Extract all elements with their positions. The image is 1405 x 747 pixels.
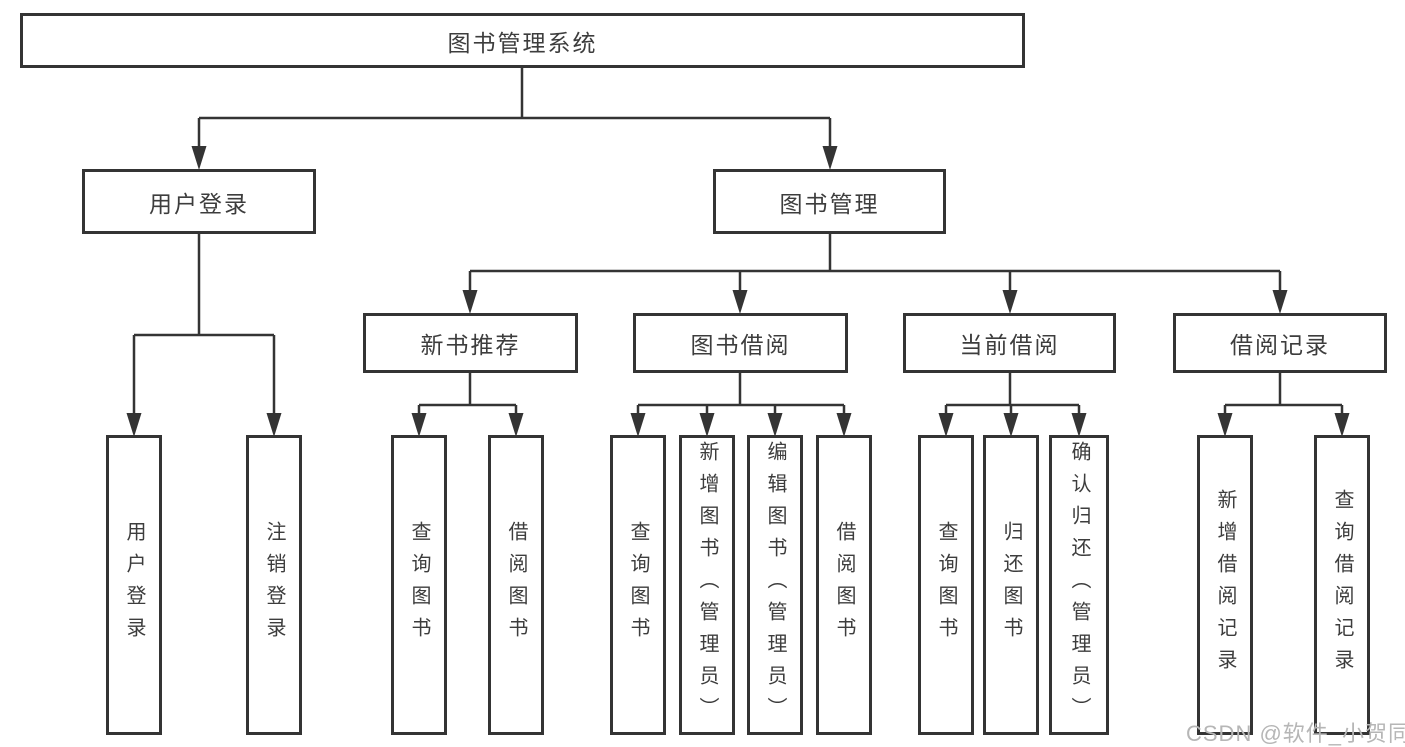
node-label: 借阅记录 — [1230, 332, 1330, 358]
node-label: 图书管理 — [779, 190, 880, 217]
connector-paths — [132, 68, 1344, 418]
arrow-down-icon — [266, 413, 282, 437]
node-label: 当前借阅 — [959, 332, 1060, 358]
arrow-down-icon — [938, 413, 954, 437]
arrow-down-icon — [767, 413, 783, 437]
leaf-current-return-books: 归还图书 — [983, 435, 1039, 735]
node-new-book-recommend: 新书推荐 — [363, 313, 578, 373]
leaf-current-query-books: 查询图书 — [918, 435, 974, 735]
arrow-down-icon — [462, 290, 478, 314]
connector-records-to-leaves — [1223, 373, 1344, 418]
arrow-down-icon — [699, 413, 715, 437]
node-label: 编辑图书（管理员） — [764, 441, 786, 729]
leaf-logout: 注销登录 — [246, 435, 302, 735]
connector-userlogin-to-leaves — [132, 234, 276, 418]
node-label: 用户登录 — [123, 521, 145, 649]
node-label: 图书借阅 — [690, 332, 791, 358]
arrow-down-icon — [1217, 413, 1233, 437]
node-label: 归还图书 — [1000, 521, 1022, 649]
node-book-management: 图书管理 — [713, 169, 946, 234]
arrow-down-icon — [411, 413, 427, 437]
watermark-text: CSDN @软件_小贺同学 — [1186, 721, 1405, 746]
leaf-recommend-borrow-books: 借阅图书 — [488, 435, 544, 735]
leaf-current-confirm-return-admin: 确认归还（管理员） — [1049, 435, 1109, 735]
leaf-records-query-borrow-record: 查询借阅记录 — [1314, 435, 1370, 735]
node-label: 借阅图书 — [833, 521, 855, 649]
node-label: 用户登录 — [149, 190, 249, 217]
connector-current-to-leaves — [944, 373, 1081, 418]
arrow-down-icon — [126, 413, 142, 437]
arrow-down-icon — [1334, 413, 1350, 437]
node-label: 注销登录 — [263, 521, 285, 649]
node-label: 查询图书 — [935, 521, 957, 649]
arrow-down-icon — [1002, 290, 1018, 314]
arrowheads — [126, 146, 1350, 437]
leaf-borrowing-edit-book-admin: 编辑图书（管理员） — [747, 435, 803, 735]
leaf-borrowing-borrow-books: 借阅图书 — [816, 435, 872, 735]
arrow-down-icon — [1272, 290, 1288, 314]
node-library-system: 图书管理系统 — [20, 13, 1025, 68]
connector-bookmgmt-to-level3 — [468, 234, 1282, 294]
arrow-down-icon — [630, 413, 646, 437]
arrow-down-icon — [822, 146, 838, 170]
arrow-down-icon — [191, 146, 207, 170]
leaf-recommend-query-books: 查询图书 — [391, 435, 447, 735]
node-borrowing-records: 借阅记录 — [1173, 313, 1387, 373]
leaf-borrowing-query-books: 查询图书 — [610, 435, 666, 735]
node-label: 新书推荐 — [420, 332, 521, 358]
connector-borrowing-to-leaves — [636, 373, 846, 418]
node-user-login: 用户登录 — [82, 169, 316, 234]
connector-recommend-to-leaves — [417, 373, 518, 418]
arrow-down-icon — [1071, 413, 1087, 437]
node-current-borrowing: 当前借阅 — [903, 313, 1116, 373]
node-book-borrowing: 图书借阅 — [633, 313, 848, 373]
connector-root-to-level2 — [197, 68, 832, 150]
arrow-down-icon — [1003, 413, 1019, 437]
node-label: 新增借阅记录 — [1214, 489, 1236, 681]
leaf-borrowing-add-book-admin: 新增图书（管理员） — [679, 435, 735, 735]
leaf-user-login: 用户登录 — [106, 435, 162, 735]
arrow-down-icon — [508, 413, 524, 437]
node-label: 图书管理系统 — [447, 29, 598, 56]
node-label: 借阅图书 — [505, 521, 527, 649]
leaf-records-add-borrow-record: 新增借阅记录 — [1197, 435, 1253, 735]
node-label: 查询借阅记录 — [1331, 489, 1353, 681]
node-label: 新增图书（管理员） — [696, 441, 718, 729]
arrow-down-icon — [836, 413, 852, 437]
node-label: 查询图书 — [408, 521, 430, 649]
node-label: 查询图书 — [627, 521, 649, 649]
node-label: 确认归还（管理员） — [1068, 441, 1090, 729]
arrow-down-icon — [732, 290, 748, 314]
